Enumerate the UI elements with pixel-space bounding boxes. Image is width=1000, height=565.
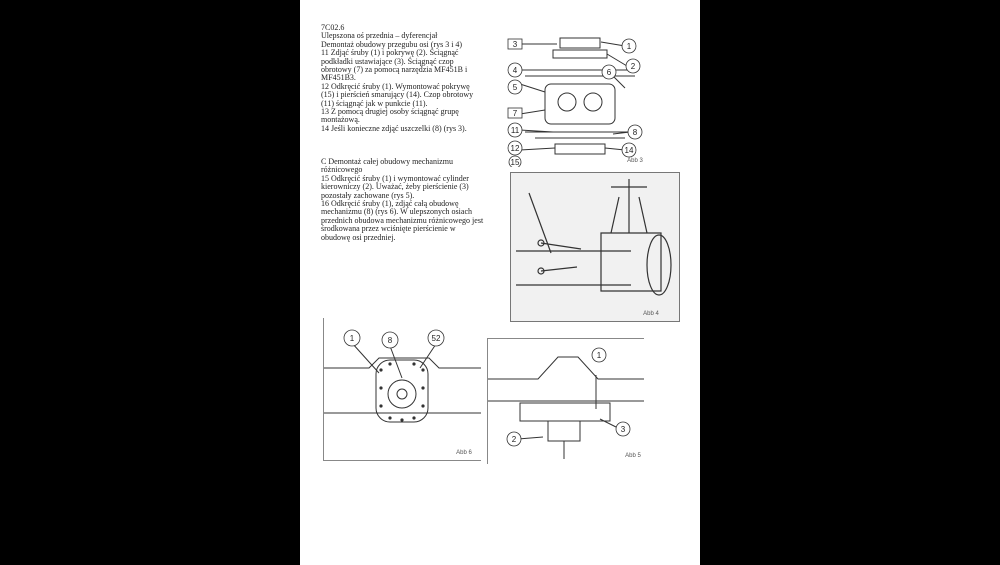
callout: 52 [432,334,441,343]
text-line: C Demontaż całej obudowy mechanizmu [321,157,453,166]
figure-3-axle-joint: 3 4 5 7 11 12 15 1 6 2 8 14 Abb 3 [505,32,655,167]
text-line: MF451B3. [321,73,356,83]
callout: 15 [511,158,520,167]
callout: 12 [511,144,520,153]
callout: 14 [625,146,634,155]
instructions-block-b: C Demontaż całej obudowy mechanizmu różn… [321,157,506,242]
text-line: obrotowy (7) za pomocą narzędzia MF451B … [321,65,468,75]
callout: 1 [350,334,355,343]
text-line: 14 Jeśli konieczne zdjąć uszczelki (8) (… [321,123,467,133]
figure-caption: Abb 4 [643,311,659,317]
text-line: 13 Z pomocą drugiej osoby ściągnąć grupę [321,107,459,117]
text-line: Demontaż obudowy przegubu osi (rys 3 i 4… [321,39,463,49]
callout: 2 [512,435,517,444]
text-line: (11) ściągnąć jak w punkcie (11). [321,98,428,108]
figure-caption: Abb 3 [627,158,643,164]
text-line: 16 Odkręcić śruby (1), zdjąć całą obudow… [321,199,459,209]
instructions-block-a: 7C02.6 Ulepszona oś przednia – dyferencj… [321,23,506,133]
text-line: kierowniczy (2). Uważać, żeby pierścieni… [321,182,469,192]
text-line: montażową. [321,115,360,125]
text-line: przednich obudowa mechanizmu różnicowego… [321,215,484,225]
callout: 11 [511,126,520,135]
callout: 6 [607,68,612,77]
text-line: 15 Odkręcić śruby (1) i wymontować cylin… [321,173,469,183]
document-page: 7C02.6 Ulepszona oś przednia – dyferencj… [300,0,700,565]
callout: 3 [513,40,518,49]
callout: 1 [597,351,602,360]
callout: 8 [388,336,393,345]
figure-6-differential-housing: 1 8 52 Abb 6 [323,318,481,461]
callout: 8 [633,128,638,137]
text-line: mechanizmu (8) (rys 6). W ulepszonych os… [321,207,472,217]
callout: 5 [513,83,518,92]
text-line: pozostały zachowane (rys 5). [321,190,415,200]
callout: 1 [627,42,632,51]
section-id: 7C02.6 [321,23,345,32]
text-line: 11 Zdjąć śruby (1) i pokrywę (2). Ściągn… [321,48,459,58]
callout: 4 [513,66,518,75]
text-line: obudowę osi przedniej. [321,232,396,242]
text-line: środkowana przez wciśnięte pierścienie w [321,224,456,234]
text-line: (15) i pierścień smarujący (14). Czop ob… [321,90,474,100]
text-line: różnicowego [321,165,363,175]
text-line: podkładki ustawiające (3). Ściągnąć czop [321,56,454,66]
figure-caption: Abb 6 [456,450,472,456]
callout: 2 [631,62,636,71]
figure-caption: Abb 5 [625,453,641,459]
figure-4-puller-tool: Abb 4 [510,172,680,322]
callout: 7 [513,109,518,118]
text-line: 12 Odkręcić śruby (1). Wymontować pokryw… [321,81,470,91]
figure-5-steering-cylinder: 1 2 3 Abb 5 [487,338,644,464]
text-line: Ulepszona oś przednia – dyferencjał [321,31,438,41]
callout: 3 [621,425,626,434]
